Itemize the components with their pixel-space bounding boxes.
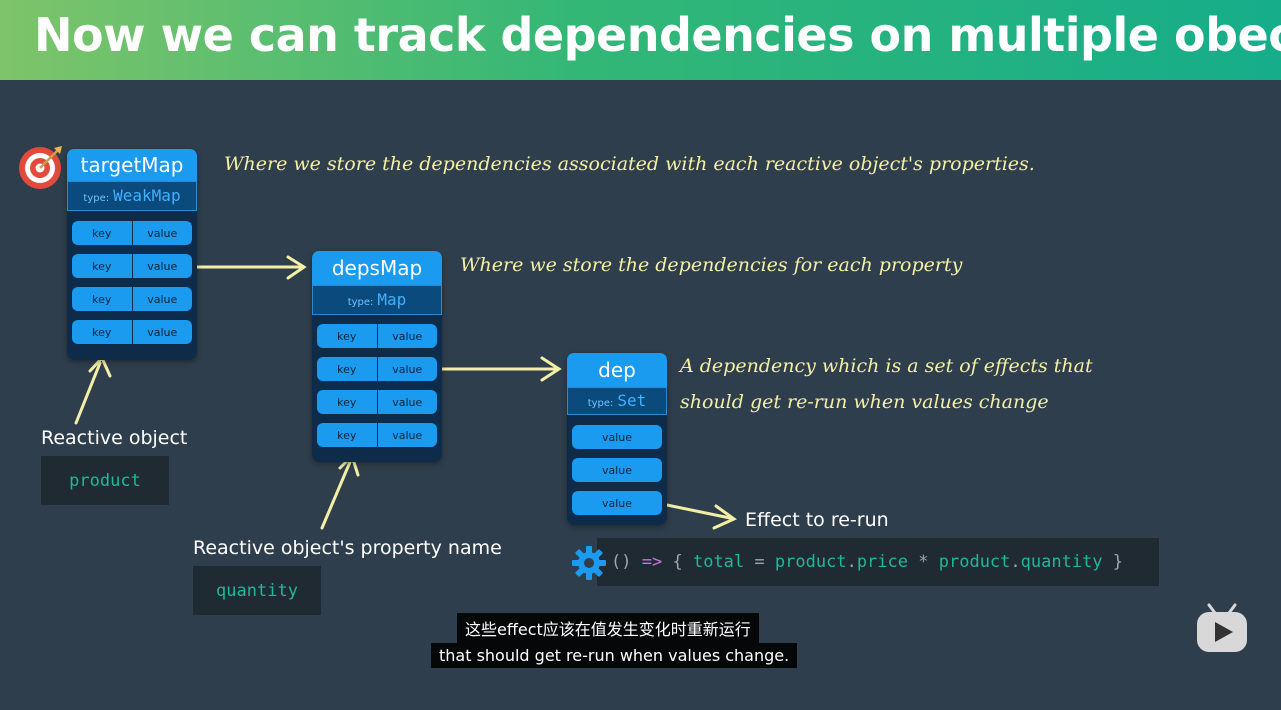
row-key: key (92, 259, 112, 273)
code-open-brace: { (672, 552, 683, 572)
dep-title: dep (567, 353, 667, 387)
dep-type: type:Set (567, 387, 667, 415)
row-value: value (131, 221, 193, 245)
row-value: value (376, 423, 438, 447)
effect-label: Effect to re-run (745, 509, 889, 531)
row-key: key (92, 325, 112, 339)
dep-row-1: value (572, 425, 662, 449)
row-key: key (337, 395, 357, 409)
row-value: value (131, 320, 193, 344)
targetmap-type-label: type: (83, 193, 110, 204)
depsmap-row-2: key value (317, 357, 437, 381)
code-price: price (856, 552, 908, 572)
row-key: key (92, 226, 112, 240)
reactive-object-label: Reactive object (41, 427, 188, 449)
arrow-property-name (320, 460, 352, 530)
code-quantity: quantity (1020, 552, 1103, 572)
dep-node: dep type:Set value value value (567, 353, 667, 525)
dep-note-line1: A dependency which is a set of effects t… (680, 355, 1093, 377)
row-value: value (376, 357, 438, 381)
row-value: value (131, 254, 193, 278)
depsmap-note: Where we store the dependencies for each… (460, 254, 963, 276)
header-banner: Now we can track dependencies on multipl… (0, 0, 1281, 80)
depsmap-type-label: type: (347, 297, 374, 308)
property-name-label: Reactive object's property name (193, 537, 502, 559)
row-key: key (337, 362, 357, 376)
code-close-brace: } (1112, 552, 1124, 572)
code-arrow: => (641, 552, 663, 572)
row-value: value (601, 430, 633, 444)
targetmap-type-value: WeakMap (113, 186, 181, 205)
code-equals: = (754, 552, 765, 572)
subtitle-english: that should get re-run when values chang… (431, 643, 798, 668)
code-dot-2: . (1010, 552, 1021, 572)
depsmap-row-4: key value (317, 423, 437, 447)
targetmap-type: type:WeakMap (67, 181, 197, 211)
reactive-object-code: product (41, 456, 169, 505)
row-value: value (601, 463, 633, 477)
dep-type-label: type: (587, 398, 614, 409)
dep-row-3: value (572, 491, 662, 515)
targetmap-title: targetMap (67, 149, 197, 181)
row-key: key (337, 428, 357, 442)
subtitle-chinese: 这些effect应该在值发生变化时重新运行 (457, 613, 759, 643)
dep-note-line2: should get re-run when values change (680, 391, 1049, 413)
code-product-1: product (774, 552, 847, 572)
targetmap-node: targetMap type:WeakMap key value key val… (67, 149, 197, 360)
depsmap-type-value: Map (377, 290, 407, 309)
row-value: value (376, 324, 438, 348)
code-paren: () (611, 552, 632, 572)
targetmap-row-2: key value (72, 254, 192, 278)
code-total: total (692, 552, 745, 572)
target-icon (19, 146, 62, 189)
depsmap-row-1: key value (317, 324, 437, 348)
targetmap-row-3: key value (72, 287, 192, 311)
row-key: key (92, 292, 112, 306)
row-value: value (376, 390, 438, 414)
targetmap-row-1: key value (72, 221, 192, 245)
effect-code: () => { total = product.price * product.… (597, 538, 1159, 586)
property-name-code: quantity (193, 566, 321, 615)
page-title: Now we can track dependencies on multipl… (34, 8, 1281, 62)
dep-type-value: Set (617, 391, 647, 410)
row-value: value (131, 287, 193, 311)
row-value: value (601, 496, 633, 510)
arrow-dep-to-effect (660, 502, 732, 520)
play-icon[interactable] (1195, 602, 1249, 654)
arrow-reactive-object (74, 361, 102, 425)
depsmap-row-3: key value (317, 390, 437, 414)
code-multiply: * (918, 552, 929, 572)
gear-icon (572, 546, 606, 580)
dep-row-2: value (572, 458, 662, 482)
depsmap-type: type:Map (312, 285, 442, 315)
depsmap-title: depsMap (312, 251, 442, 285)
code-dot-1: . (846, 552, 857, 572)
targetmap-note: Where we store the dependencies associat… (224, 153, 1035, 175)
code-product-2: product (938, 552, 1011, 572)
targetmap-row-4: key value (72, 320, 192, 344)
row-key: key (337, 329, 357, 343)
depsmap-node: depsMap type:Map key value key value key… (312, 251, 442, 462)
